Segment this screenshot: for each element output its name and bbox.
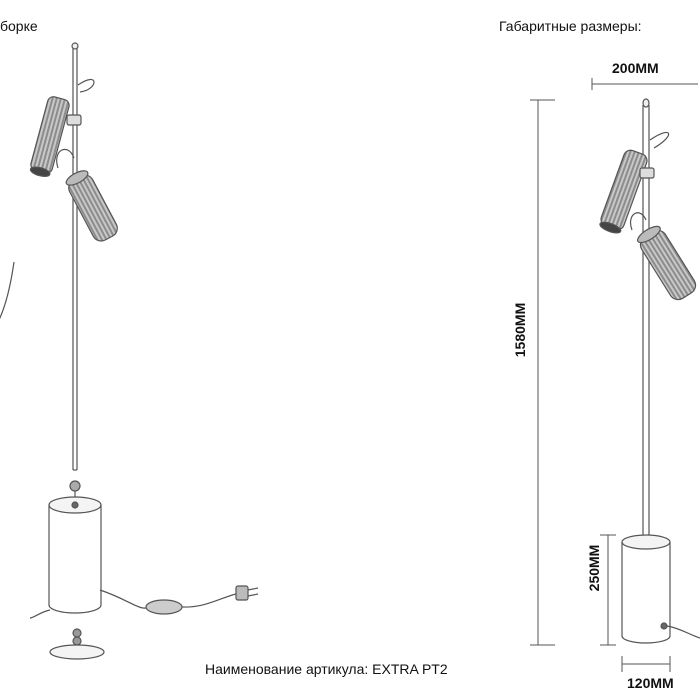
assembly-small-parts bbox=[49, 628, 105, 660]
dim-line-base-diameter bbox=[621, 656, 671, 672]
dim-line-height-base bbox=[600, 534, 616, 646]
cropped-arc bbox=[0, 261, 15, 320]
assembly-pole bbox=[71, 42, 79, 471]
lamp-hook bbox=[649, 131, 670, 149]
assembly-cable-loop bbox=[56, 148, 75, 169]
assembly-lower-spot bbox=[65, 170, 118, 242]
assembly-cable bbox=[29, 585, 259, 619]
lamp-cable-loop bbox=[630, 212, 647, 231]
assembly-hook bbox=[77, 79, 95, 93]
assembly-title: борке bbox=[0, 18, 38, 34]
dim-base-diameter: 120MM bbox=[627, 675, 674, 691]
assembly-screw bbox=[69, 480, 81, 497]
dim-height-base: 250MM bbox=[586, 544, 602, 592]
dim-width-top: 200MM bbox=[612, 60, 659, 76]
assembly-upper-spot bbox=[29, 96, 82, 177]
lamp-drawing bbox=[530, 78, 700, 672]
lamp-base bbox=[621, 534, 700, 644]
lamp-upper-spot bbox=[599, 149, 655, 234]
assembly-drawing bbox=[0, 42, 259, 660]
assembly-base bbox=[48, 496, 102, 614]
dim-line-width-top bbox=[591, 78, 698, 90]
dimensions-title: Габаритные размеры: bbox=[499, 18, 642, 34]
article-name: Наименование артикула: EXTRA PT2 bbox=[205, 661, 448, 677]
lamp-lower-spot bbox=[636, 225, 697, 301]
dim-line-height-total bbox=[530, 99, 555, 646]
dim-height-total: 1580MM bbox=[512, 302, 528, 358]
